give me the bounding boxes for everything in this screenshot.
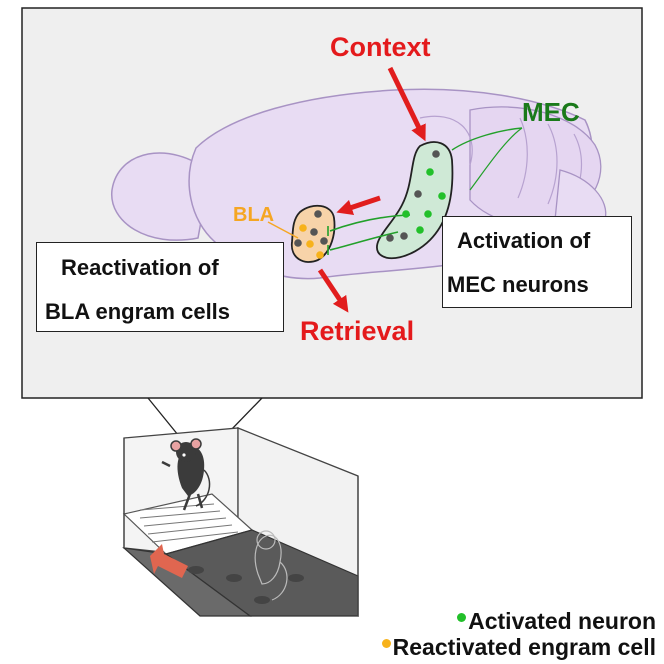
inactive-neuron-dot [310, 228, 318, 236]
behavior-chamber [122, 427, 359, 618]
activated-neuron-dot [438, 192, 446, 200]
inactive-neuron-dot [386, 234, 394, 242]
engram-cell-dot [299, 224, 307, 232]
inactive-neuron-dot [414, 190, 422, 198]
retrieval-label: Retrieval [300, 316, 415, 346]
inactive-neuron-dot [320, 237, 328, 245]
entry-arrow-icon [150, 544, 188, 578]
reactivation-line-1: Reactivation of [61, 255, 219, 280]
legend-activated-label: Activated neuron [468, 608, 656, 634]
mec-neurons [386, 150, 446, 242]
activated-neuron-dot [416, 226, 424, 234]
retrieval-arrow [317, 268, 349, 313]
mouse-illustration [161, 438, 288, 601]
reactivation-box: Reactivation of BLA engram cells [36, 242, 284, 332]
inactive-neuron-dot [432, 150, 440, 158]
legend-reactivated-label: Reactivated engram cell [392, 634, 656, 660]
reactivation-line-2: BLA engram cells [45, 299, 231, 324]
bla-label: BLA [233, 204, 275, 226]
engram-cell-dot [306, 240, 314, 248]
inactive-neuron-dot [400, 232, 408, 240]
activation-line-1: Activation of [457, 228, 591, 253]
context-label: Context [330, 32, 431, 62]
activation-line-2: MEC neurons [447, 272, 589, 297]
green-dot-icon [457, 613, 467, 622]
context-arrow [387, 66, 426, 142]
mec-bla-projections [327, 127, 523, 255]
inactive-neuron-dot [294, 239, 302, 247]
legend-reactivated: Reactivated engram cell [381, 634, 656, 660]
activated-neuron-dot [402, 210, 410, 218]
mec-to-bla-arrow [336, 195, 381, 216]
activated-neuron-dot [426, 168, 434, 176]
mec-label: MEC [522, 97, 580, 127]
activated-neuron-dot [424, 210, 432, 218]
legend-activated: Activated neuron [457, 610, 656, 633]
inactive-neuron-dot [314, 210, 322, 218]
orange-dot-icon [381, 639, 391, 648]
bla-pointer-line [267, 221, 299, 239]
bla-neurons [294, 210, 328, 259]
engram-cell-dot [316, 251, 324, 259]
activation-box: Activation of MEC neurons [442, 216, 632, 308]
